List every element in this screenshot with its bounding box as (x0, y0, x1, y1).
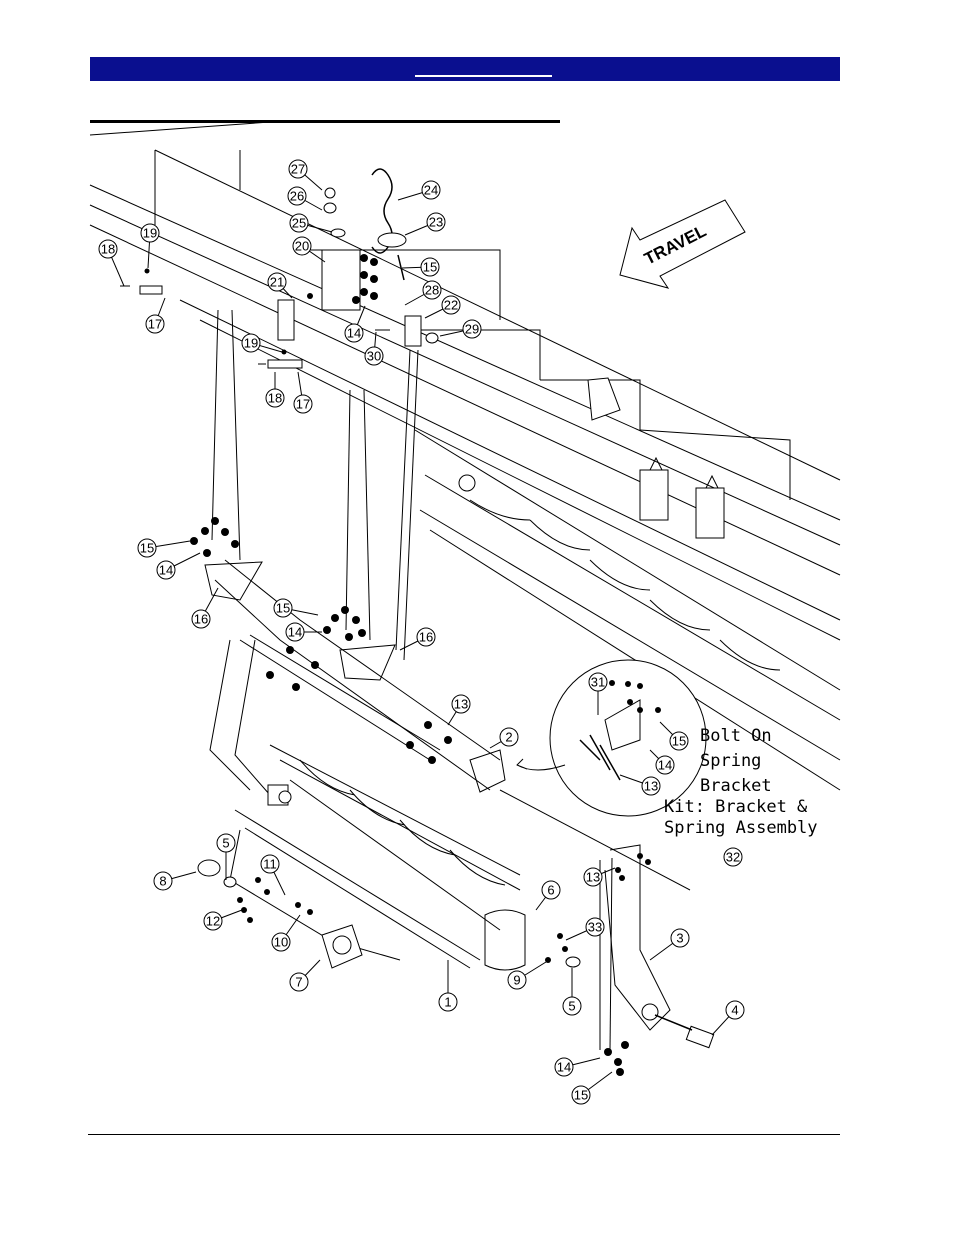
upper-hardware (120, 169, 438, 660)
callout-label: 13 (586, 870, 600, 885)
callout-label: 20 (295, 239, 309, 254)
callout-label: 16 (194, 612, 208, 627)
callout-label: 31 (591, 675, 605, 690)
inset-line-3: Bracket (700, 776, 772, 796)
callout-label: 13 (644, 779, 658, 794)
callout-label: 14 (658, 758, 672, 773)
callout-label: 14 (347, 326, 361, 341)
callout-label: 33 (588, 920, 602, 935)
kit-line-1: Kit: Bracket & (664, 797, 808, 817)
inset-line-2: Spring (700, 751, 761, 771)
roller-assembly (198, 745, 568, 970)
callout-label: 1 (444, 995, 451, 1010)
callout-label: 27 (291, 162, 305, 177)
callout-label: 13 (454, 697, 468, 712)
callout-label: 26 (290, 189, 304, 204)
callout-label: 18 (268, 391, 282, 406)
callout-label: 28 (425, 283, 439, 298)
callout-label: 29 (465, 322, 479, 337)
inset-line-1: Bolt On (700, 726, 772, 746)
callout-label: 15 (276, 601, 290, 616)
callout-label: 24 (424, 183, 438, 198)
callout-label: 16 (419, 630, 433, 645)
callout-label: 15 (574, 1088, 588, 1103)
callout-label: 8 (159, 874, 166, 889)
callout-label: 21 (270, 275, 284, 290)
callout-label: 14 (557, 1060, 571, 1075)
callout-label: 15 (140, 541, 154, 556)
callout-label: 15 (423, 260, 437, 275)
callout-label: 19 (143, 226, 157, 241)
callout-label: 15 (672, 734, 686, 749)
callout-label: 32 (726, 850, 740, 865)
callout-label: 4 (731, 1003, 738, 1018)
callout-label: 22 (444, 298, 458, 313)
callout-label: 2 (505, 730, 512, 745)
callout-label: 12 (206, 914, 220, 929)
callouts: 2726242523191820152128221714291930181715… (99, 160, 744, 1104)
callout-label: 17 (148, 317, 162, 332)
callout-label: 5 (222, 836, 229, 851)
callout-label: 17 (296, 397, 310, 412)
callout-label: 23 (429, 215, 443, 230)
callout-label: 14 (288, 625, 302, 640)
callout-label: 10 (274, 935, 288, 950)
callout-label: 3 (676, 931, 683, 946)
callout-label: 25 (292, 216, 306, 231)
callout-label: 14 (159, 563, 173, 578)
travel-arrow: TRAVEL (620, 200, 745, 288)
callout-label: 9 (513, 973, 520, 988)
callout-label: 19 (244, 336, 258, 351)
callout-label: 5 (568, 999, 575, 1014)
callout-label: 30 (367, 349, 381, 364)
callout-label: 11 (263, 857, 277, 872)
callout-label: 6 (547, 883, 554, 898)
callout-label: 7 (295, 975, 302, 990)
kit-line-2: Spring Assembly (664, 818, 818, 838)
callout-label: 18 (101, 242, 115, 257)
